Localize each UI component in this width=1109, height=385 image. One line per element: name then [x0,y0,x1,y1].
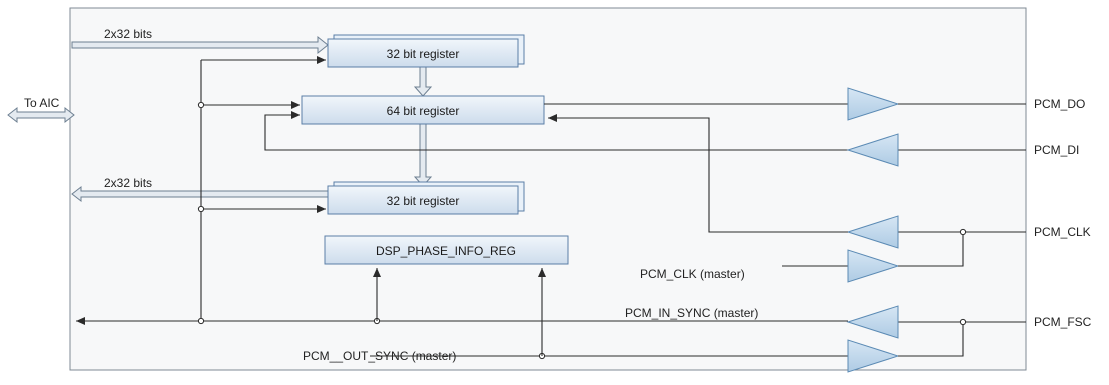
top-bus-arrow [71,35,329,55]
fsc-junction-dot [959,318,967,326]
bottom-register [327,185,519,215]
bottom-bus-label: 2x32 bits [104,176,152,190]
module-frame [69,7,1027,371]
out-sync-out-wire [898,322,964,357]
pin-pcm-do: PCM_DO [1034,97,1085,111]
junction-dot-bottom [197,205,205,213]
do-output-buffer [847,87,900,121]
di-input-buffer [846,133,899,167]
junction-dot-mid [197,101,205,109]
bottom-register-label: 32 bit register [387,194,460,208]
di-loop-wire [264,111,848,151]
clk-master-buffer [847,249,900,283]
dsp-phase-info-register [324,235,569,265]
fsc-input-buffer [846,305,899,339]
dsp-register-label: DSP_PHASE_INFO_REG [376,244,516,258]
top-register [327,38,519,68]
out-sync-label: PCM__OUT_SYNC (master) [303,349,456,363]
clk-junction-dot [959,228,967,236]
clk-master-label: PCM_CLK (master) [640,267,745,281]
pin-pcm-clk: PCM_CLK [1034,225,1091,239]
bus-top-to-mid [413,65,433,97]
in-sync-junction-left [197,317,205,325]
mid-register [301,95,545,125]
out-sync-buffer [847,339,900,373]
pin-pcm-fsc: PCM_FSC [1034,315,1092,329]
mid-register-label: 64 bit register [387,104,460,118]
clk-input-buffer [846,215,899,249]
aic-bus-arrow [7,106,75,124]
in-sync-label: PCM_IN_SYNC (master) [625,306,758,320]
clk-to-register-wire [548,114,848,233]
top-register-label: 32 bit register [387,47,460,61]
clk-master-out-wire [898,232,964,267]
top-bus-label: 2x32 bits [104,27,152,41]
aic-label: To AIC [24,96,60,110]
pin-pcm-di: PCM_DI [1034,143,1079,157]
